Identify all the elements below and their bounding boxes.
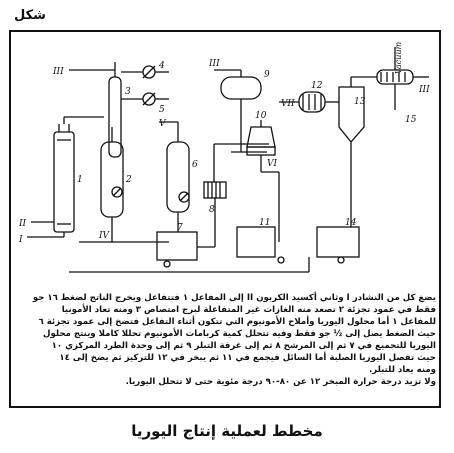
- description-line: للمفاعل ١ أما محلول اليوريا وأملاح الأمو…: [38, 317, 436, 327]
- description-line: فقط في عمود تجزئة ٢ تصعد منه الغازات غير…: [61, 305, 436, 315]
- label-unit-5: 5: [159, 105, 165, 115]
- description-line: يضغ كل من النشادر I وثاني أكسيد الكربون …: [32, 293, 436, 303]
- description-line: ولا تزيد درجة حرارة المبخر ١٢ عن ٨٠-٩٠ د…: [125, 377, 436, 387]
- label-unit-8: 8: [209, 205, 215, 215]
- label-roman-5: V: [159, 119, 167, 129]
- label-roman-1: I: [18, 235, 23, 245]
- label-unit-7: 7: [177, 223, 183, 233]
- label-unit-10: 10: [255, 111, 267, 121]
- label-unit-3: 3: [125, 87, 131, 97]
- label-unit-14: 14: [345, 218, 357, 228]
- description-line: ومنه يعاد للتبلر.: [369, 365, 436, 375]
- description-line: اليوريا للتجميع في ٧ ثم إلى المرشح ٨ ثم …: [51, 341, 436, 351]
- separator-13: [338, 86, 365, 144]
- figure-frame: [9, 30, 441, 408]
- figure-caption: مخطط لعملية إنتاج اليوريا: [131, 422, 323, 440]
- figure-label: شكل: [14, 8, 46, 23]
- column-2: [100, 141, 124, 218]
- label-roman-4: IV: [98, 231, 111, 241]
- label-roman-6: VI: [267, 159, 277, 169]
- label-roman-2: II: [18, 219, 27, 229]
- process-diagram: I II III IV V VI VII III III 1 2 3 4 5 6…: [18, 41, 430, 273]
- label-unit-4: 4: [158, 61, 165, 71]
- crystallizer-9: [220, 76, 262, 100]
- process-description: يضغ كل من النشادر I وثاني أكسيد الكربون …: [16, 292, 436, 388]
- label-vacuum: Vacuum: [394, 41, 403, 74]
- label-unit-6: 6: [192, 160, 198, 170]
- tank-7: [156, 231, 198, 261]
- absorber-3: [108, 76, 122, 158]
- label-unit-15: 15: [405, 115, 417, 125]
- label-roman-3: III: [52, 67, 64, 77]
- reactor-1: [53, 131, 75, 233]
- description-line: حيث الضغط يصل إلى ½ جو فقط وفيه تتحلل كم…: [43, 329, 436, 339]
- tank-14: [316, 226, 360, 258]
- label-unit-11: 11: [259, 218, 270, 228]
- tank-11: [236, 226, 276, 258]
- label-unit-2: 2: [125, 175, 132, 185]
- label-roman-3b: III: [208, 59, 220, 69]
- label-roman-3c: III: [418, 85, 430, 95]
- description-line: حيث تفصل اليوريا الصلبة أما السائل فيجمع…: [59, 353, 436, 363]
- label-unit-13: 13: [354, 97, 366, 107]
- label-roman-7: VII: [281, 99, 295, 109]
- label-unit-9: 9: [264, 70, 270, 80]
- filter-8: [203, 181, 227, 199]
- label-unit-12: 12: [311, 81, 323, 91]
- label-unit-1: 1: [77, 175, 83, 185]
